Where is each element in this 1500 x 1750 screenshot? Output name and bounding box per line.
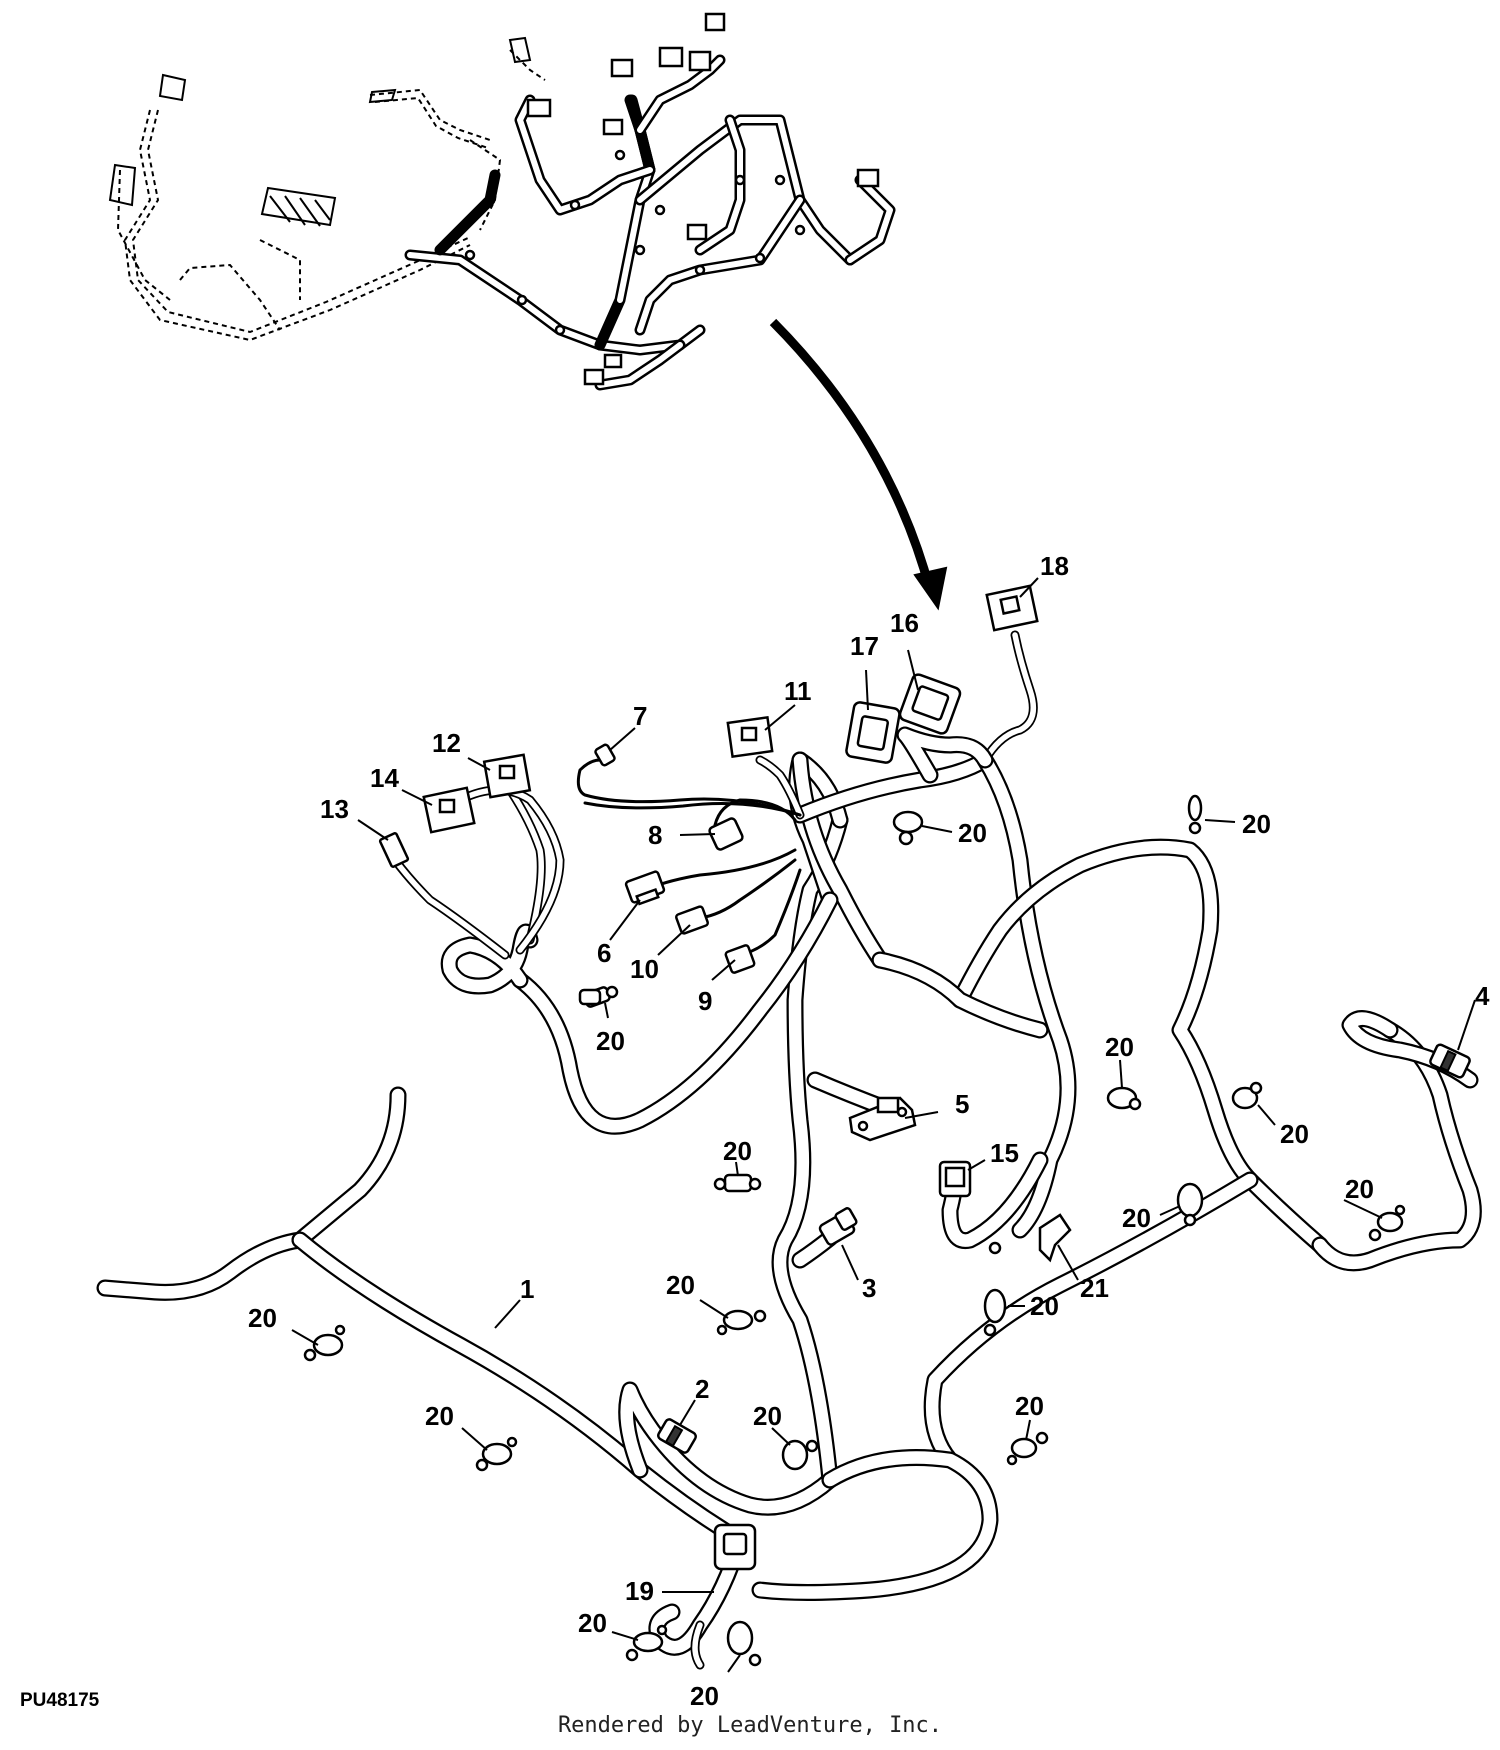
clip — [1231, 1081, 1263, 1110]
callout-5: 5 — [955, 1089, 969, 1119]
callout-20: 20 — [1030, 1291, 1059, 1321]
connector-12 — [482, 753, 532, 799]
callout-17: 17 — [850, 631, 879, 661]
callout-20: 20 — [1280, 1119, 1309, 1149]
callout-20: 20 — [578, 1608, 607, 1638]
callout-11: 11 — [784, 676, 812, 706]
callout-8: 8 — [648, 820, 662, 850]
callout-20: 20 — [1345, 1174, 1374, 1204]
callout-20: 20 — [425, 1401, 454, 1431]
clip — [1187, 794, 1203, 835]
callout-19: 19 — [625, 1576, 654, 1606]
main-harness — [96, 630, 1482, 1670]
connector-9 — [724, 944, 756, 974]
clip — [1176, 1182, 1204, 1227]
harness-clips — [303, 794, 1406, 1667]
clip — [475, 1436, 518, 1472]
callout-6: 6 — [597, 938, 611, 968]
clip — [303, 1324, 346, 1362]
connector-13 — [378, 832, 410, 868]
leader-lines — [291, 577, 1476, 1673]
callout-labels: 18 16 17 11 7 12 14 13 8 6 10 9 5 15 3 2… — [248, 551, 1490, 1711]
callout-7: 7 — [633, 701, 647, 731]
render-credit: Rendered by LeadVenture, Inc. — [557, 1713, 943, 1738]
connector-21 — [1038, 1213, 1072, 1263]
connector-19 — [713, 1523, 757, 1571]
clip — [1006, 1431, 1049, 1466]
clip — [892, 810, 924, 846]
clip — [988, 1241, 1002, 1255]
clip — [1368, 1204, 1406, 1242]
connector-18 — [985, 584, 1039, 632]
callout-20: 20 — [248, 1303, 277, 1333]
callout-21: 21 — [1080, 1273, 1109, 1303]
callout-9: 9 — [698, 986, 712, 1016]
callout-12: 12 — [432, 728, 461, 758]
callout-2: 2 — [695, 1374, 709, 1404]
callout-3: 3 — [862, 1273, 876, 1303]
connector-15 — [938, 1160, 972, 1198]
callout-20: 20 — [1242, 809, 1271, 839]
callout-15: 15 — [990, 1138, 1019, 1168]
callout-18: 18 — [1040, 551, 1069, 581]
callout-13: 13 — [320, 794, 349, 824]
connector-14 — [422, 786, 476, 834]
clip — [983, 1288, 1007, 1337]
callout-20: 20 — [596, 1026, 625, 1056]
connector-2 — [656, 1418, 698, 1454]
connector-11 — [726, 715, 774, 759]
detail-arrow — [769, 318, 948, 611]
harness-location-overview — [108, 12, 896, 391]
connector-8 — [708, 817, 744, 851]
callout-4: 4 — [1475, 981, 1490, 1011]
clip — [1106, 1086, 1142, 1111]
clip — [625, 1624, 668, 1662]
callout-1: 1 — [520, 1274, 534, 1304]
clip — [726, 1620, 762, 1667]
connector-components — [378, 584, 1471, 1571]
connector-6 — [624, 870, 666, 906]
connector-7 — [594, 743, 616, 767]
callout-20: 20 — [1015, 1391, 1044, 1421]
clip — [716, 1309, 767, 1336]
clip — [781, 1439, 819, 1471]
callout-10: 10 — [630, 954, 659, 984]
connector-4 — [1429, 1043, 1471, 1079]
callout-20: 20 — [958, 818, 987, 848]
connector-5 — [848, 1096, 917, 1142]
callout-14: 14 — [370, 763, 399, 793]
connector-3 — [818, 1207, 858, 1246]
callout-16: 16 — [890, 608, 919, 638]
callout-20: 20 — [1122, 1203, 1151, 1233]
callout-20: 20 — [723, 1136, 752, 1166]
callout-20: 20 — [1105, 1032, 1134, 1062]
connector-10 — [675, 905, 709, 935]
callout-20: 20 — [690, 1681, 719, 1711]
connector-16 — [898, 673, 962, 735]
callout-20: 20 — [753, 1401, 782, 1431]
part-number: PU48175 — [20, 1690, 100, 1711]
connector-17 — [845, 701, 901, 764]
clip — [578, 988, 602, 1006]
clip — [713, 1173, 762, 1193]
callout-20: 20 — [666, 1270, 695, 1300]
